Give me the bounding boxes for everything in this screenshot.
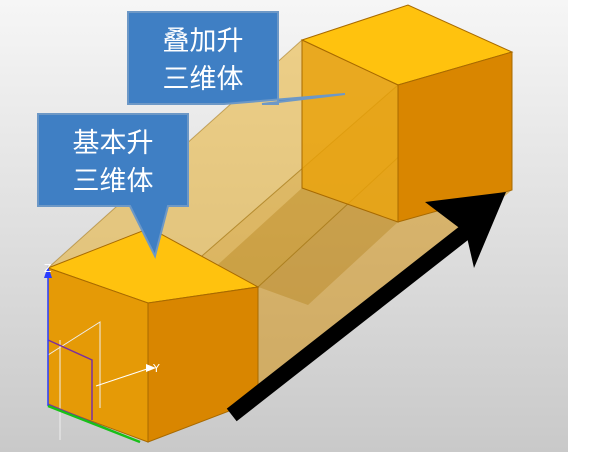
z-axis-label: Z — [44, 262, 52, 275]
callout-additive-line2: 三维体 — [163, 64, 244, 95]
callout-base-extrude: 基本升 三维体 — [37, 113, 189, 259]
axis-triad: Z Y — [44, 262, 160, 444]
y-axis-label: Y — [152, 362, 160, 375]
base-extrude-block[interactable] — [46, 227, 260, 443]
callout-additive-extrude: 叠加升 三维体 — [127, 11, 346, 105]
callout-additive-line1: 叠加升 — [163, 26, 244, 57]
callout-base-line2: 三维体 — [73, 166, 154, 197]
additive-block-front-face — [397, 51, 513, 223]
callout-base-line1: 基本升 — [73, 128, 154, 159]
additive-extrude-block[interactable] — [300, 4, 514, 223]
direction-arrow — [226, 192, 506, 422]
